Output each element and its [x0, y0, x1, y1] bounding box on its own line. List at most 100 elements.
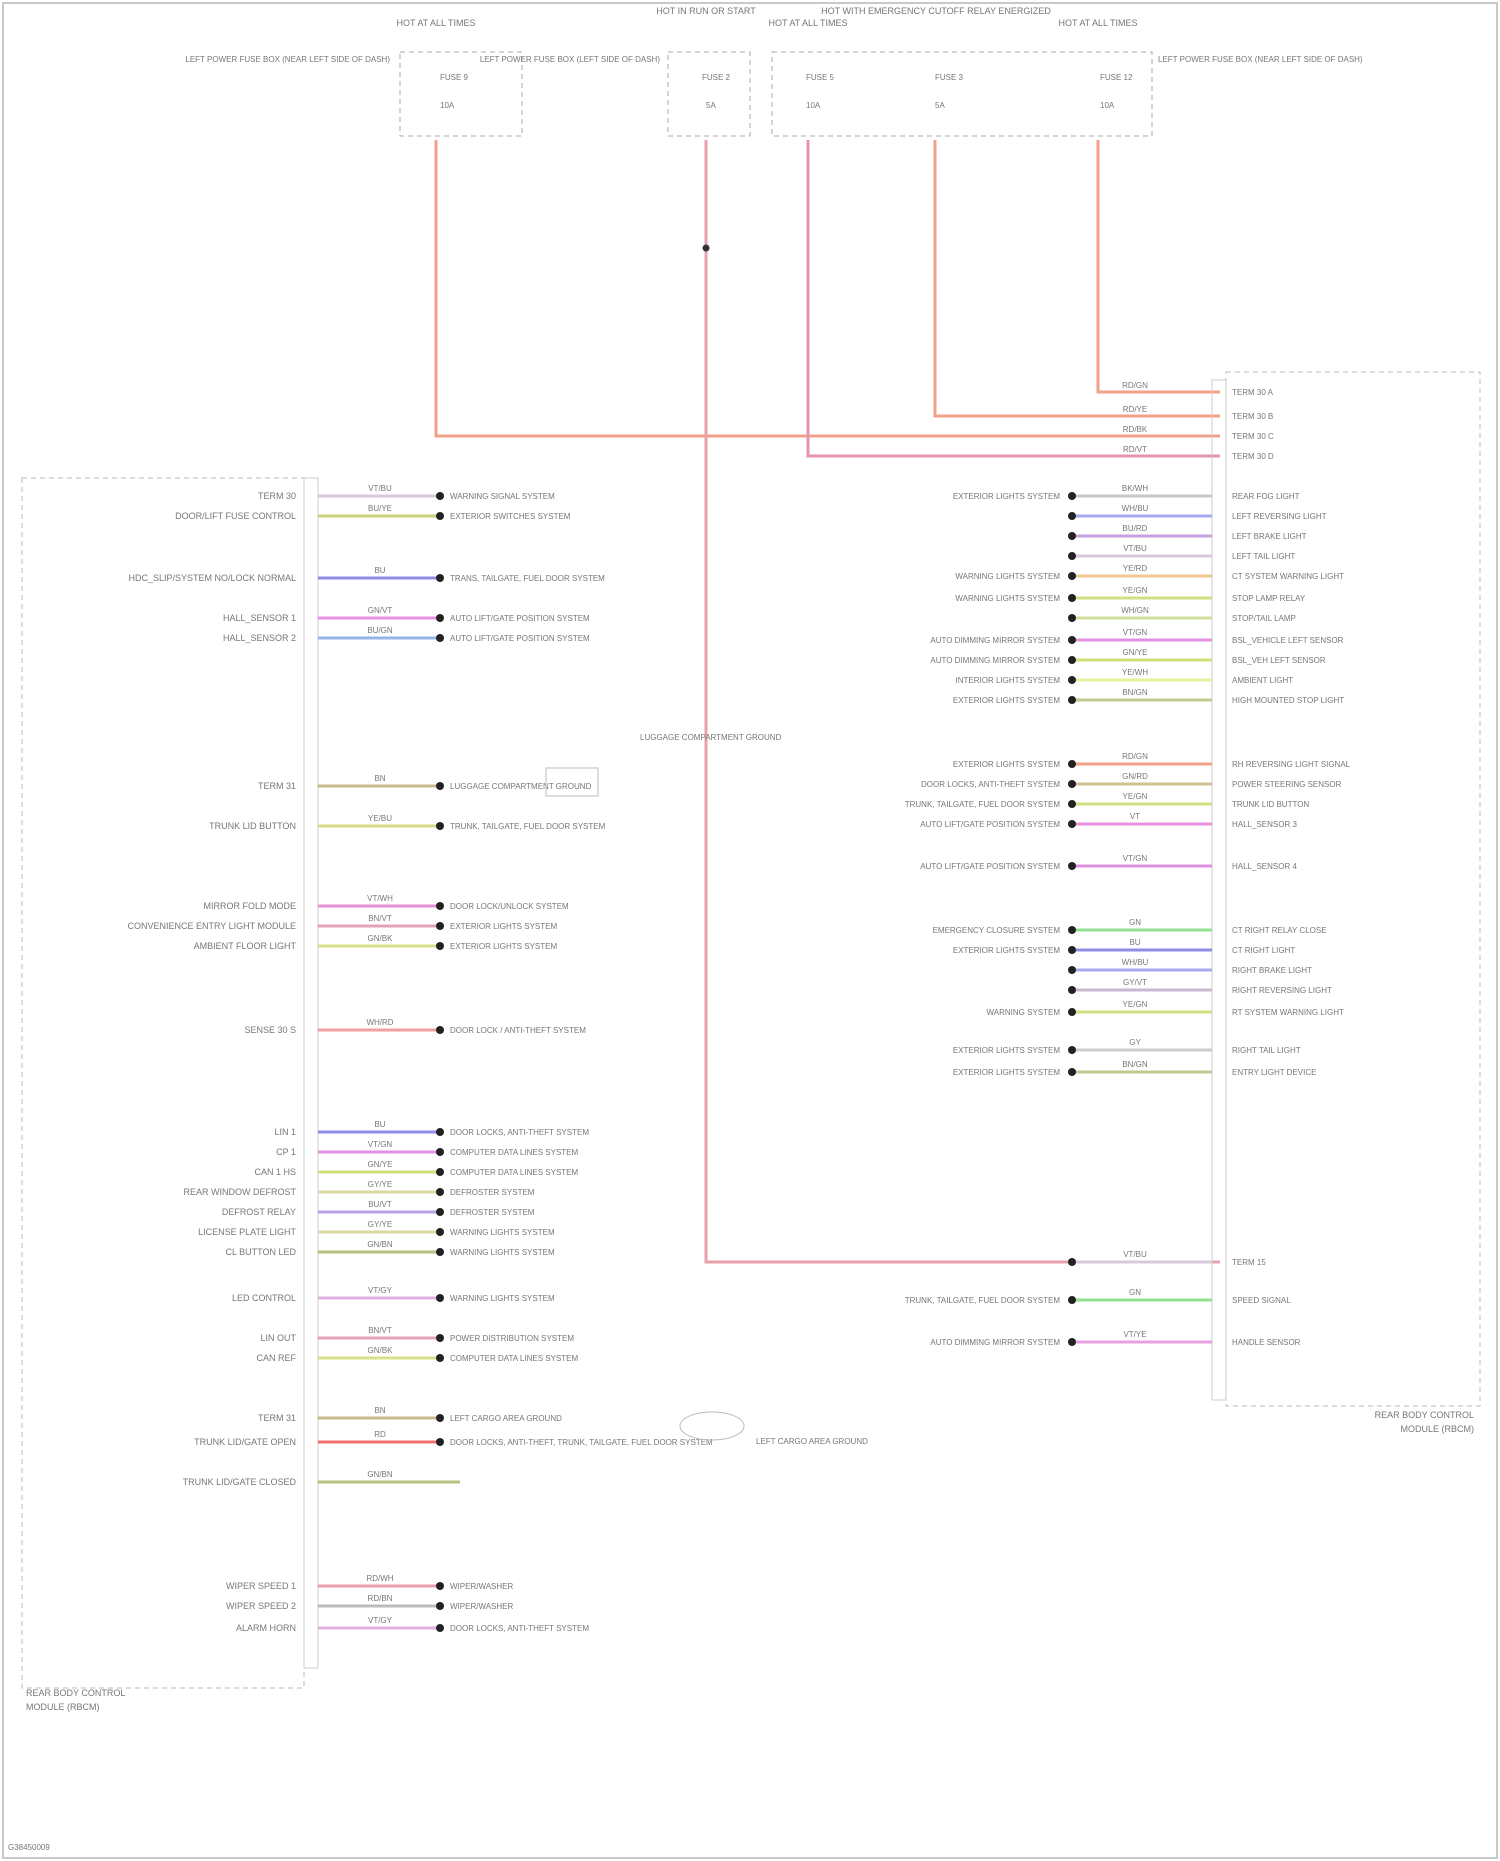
right-pin-connector-dot	[1068, 552, 1076, 560]
left-pin-destination: DOOR LOCK / ANTI-THEFT SYSTEM	[450, 1026, 586, 1035]
left-pin-connector-dot	[436, 1602, 444, 1610]
right-pin-wire-color: VT/BU	[1123, 544, 1147, 553]
right-pin-destination: AUTO DIMMING MIRROR SYSTEM	[930, 636, 1060, 645]
right-pin-connector-dot	[1068, 636, 1076, 644]
right-pin-label: RIGHT BRAKE LIGHT	[1232, 966, 1312, 975]
left-pin-destination: TRUNK, TAILGATE, FUEL DOOR SYSTEM	[450, 822, 606, 831]
fuse-left-title: HOT AT ALL TIMES	[396, 18, 475, 28]
right-pin-connector-dot	[1068, 492, 1076, 500]
right-pin-wire-color: WH/BU	[1122, 958, 1149, 967]
left-pin-connector-dot	[436, 1438, 444, 1446]
right-pin-wire-color: RD/GN	[1122, 752, 1148, 761]
right-pin-label: CT SYSTEM WARNING LIGHT	[1232, 572, 1344, 581]
right-pin-label: POWER STEERING SENSOR	[1232, 780, 1342, 789]
right-pin-wire-color: GY/VT	[1123, 978, 1147, 987]
right-pin-connector-dot	[1068, 800, 1076, 808]
right-pin-connector-dot	[1068, 986, 1076, 994]
right-pin-destination: AUTO LIFT/GATE POSITION SYSTEM	[920, 820, 1060, 829]
right-pin-wire-color: GN	[1129, 918, 1141, 927]
left-pin-label: ALARM HORN	[236, 1623, 296, 1633]
right-pin-label: HALL_SENSOR 3	[1232, 820, 1297, 829]
left-pin-label: REAR WINDOW DEFROST	[184, 1187, 297, 1197]
left-pin-label: SENSE 30 S	[244, 1025, 296, 1035]
left-pin-wire-color: VT/GN	[368, 1140, 393, 1149]
left-pin-label: CAN REF	[256, 1353, 296, 1363]
right-power-pin-label: TERM 30 A	[1232, 388, 1274, 397]
left-pin-connector-dot	[436, 1294, 444, 1302]
right-module-pins: REAR FOG LIGHTBK/WHEXTERIOR LIGHTS SYSTE…	[905, 484, 1351, 1347]
right-pin-label: LEFT BRAKE LIGHT	[1232, 532, 1307, 541]
fuse-center-title: HOT IN RUN OR START	[656, 6, 756, 16]
right-pin-wire-color: YE/GN	[1123, 1000, 1148, 1009]
right-pin-wire-color: GN/YE	[1123, 648, 1148, 657]
fuse-center-label: FUSE 2	[702, 73, 731, 82]
left-pin-destination: WARNING LIGHTS SYSTEM	[450, 1294, 555, 1303]
fuse-right-1-label: FUSE 5	[806, 73, 835, 82]
left-pin-wire-color: VT/WH	[367, 894, 393, 903]
left-module-caption-1: REAR BODY CONTROL	[26, 1688, 125, 1698]
left-pin-connector-dot	[436, 1228, 444, 1236]
left-pin-wire-color: GY/YE	[368, 1180, 392, 1189]
left-pin-label: HDC_SLIP/SYSTEM NO/LOCK NORMAL	[128, 573, 296, 583]
left-pin-connector-dot	[436, 1582, 444, 1590]
right-pin-wire-color: YE/GN	[1123, 792, 1148, 801]
right-pin-destination: EXTERIOR LIGHTS SYSTEM	[953, 946, 1060, 955]
fuse-right-3-amp: 10A	[1100, 101, 1115, 110]
right-pin-connector-dot	[1068, 946, 1076, 954]
left-pin-destination: WIPER/WASHER	[450, 1582, 513, 1591]
right-power-wire-color: RD/YE	[1123, 405, 1147, 414]
right-pin-wire-color: YE/GN	[1123, 586, 1148, 595]
left-pin-destination: COMPUTER DATA LINES SYSTEM	[450, 1148, 579, 1157]
fuse-box-center: HOT IN RUN OR START LEFT POWER FUSE BOX …	[480, 6, 756, 136]
right-pin-label: TRUNK LID BUTTON	[1232, 800, 1309, 809]
left-pin-wire-color: WH/RD	[366, 1018, 393, 1027]
left-pin-wire-color: VT/GY	[368, 1616, 393, 1625]
right-pin-destination: WARNING LIGHTS SYSTEM	[955, 594, 1060, 603]
right-pin-connector-dot	[1068, 926, 1076, 934]
left-pin-label: CL BUTTON LED	[225, 1247, 296, 1257]
left-pin-wire-color: GN/BN	[367, 1240, 393, 1249]
left-pin-wire-color: BN	[374, 774, 385, 783]
fuse-center-desc: LEFT POWER FUSE BOX (LEFT SIDE OF DASH)	[480, 55, 661, 64]
left-pin-label: TERM 31	[258, 781, 296, 791]
diagram-id: G38450009	[8, 1843, 50, 1852]
fuse-left-amp: 10A	[440, 101, 455, 110]
left-pin-connector-dot	[436, 1148, 444, 1156]
left-pin-destination: LEFT CARGO AREA GROUND	[450, 1414, 562, 1423]
right-pin-wire-color: BU/RD	[1123, 524, 1148, 533]
left-pin-connector-dot	[436, 942, 444, 950]
left-pin-label: LED CONTROL	[232, 1293, 296, 1303]
right-pin-connector-dot	[1068, 862, 1076, 870]
fuse-box-left: HOT AT ALL TIMES LEFT POWER FUSE BOX (NE…	[185, 18, 522, 136]
right-pin-connector-dot	[1068, 696, 1076, 704]
left-pin-wire-color: GN/BK	[368, 1346, 394, 1355]
right-pin-wire-color: BN/GN	[1122, 688, 1148, 697]
right-pin-label: HIGH MOUNTED STOP LIGHT	[1232, 696, 1344, 705]
right-pin-label: BSL_VEHICLE LEFT SENSOR	[1232, 636, 1344, 645]
left-pin-wire-color: BN/VT	[368, 914, 392, 923]
right-pin-connector-dot	[1068, 512, 1076, 520]
fuse-right-3-label: FUSE 12	[1100, 73, 1133, 82]
left-pin-wire-color: GN/BK	[368, 934, 394, 943]
left-pin-connector-dot	[436, 614, 444, 622]
fuse-right-box	[772, 52, 1152, 136]
left-pin-connector-dot	[436, 902, 444, 910]
right-pin-connector-dot	[1068, 572, 1076, 580]
right-pin-wire-color: GN/RD	[1122, 772, 1148, 781]
right-module-connector	[1212, 380, 1226, 1400]
right-pin-destination: EXTERIOR LIGHTS SYSTEM	[953, 696, 1060, 705]
left-pin-connector-dot	[436, 822, 444, 830]
right-pin-wire-color: VT/GN	[1123, 628, 1148, 637]
right-pin-label: ENTRY LIGHT DEVICE	[1232, 1068, 1316, 1077]
fuse-right-1-amp: 10A	[806, 101, 821, 110]
left-pin-destination: DOOR LOCKS, ANTI-THEFT SYSTEM	[450, 1624, 589, 1633]
right-pin-destination: AUTO LIFT/GATE POSITION SYSTEM	[920, 862, 1060, 871]
left-pin-wire-color: BU/YE	[368, 504, 392, 513]
right-pin-connector-dot	[1068, 594, 1076, 602]
feed-wire-fuse-12	[1098, 140, 1220, 392]
left-pin-connector-dot	[436, 1188, 444, 1196]
left-pin-wire-color: BN/VT	[368, 1326, 392, 1335]
left-module-caption-2: MODULE (RBCM)	[26, 1702, 100, 1712]
left-pin-label: LIN 1	[274, 1127, 296, 1137]
